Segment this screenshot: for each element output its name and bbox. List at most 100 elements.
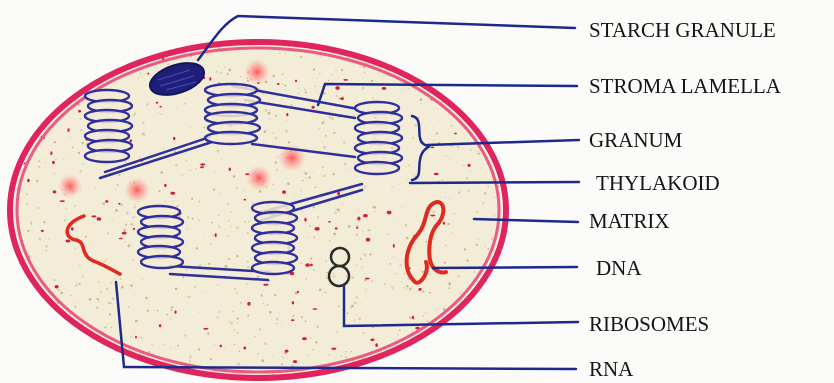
- stroma-speck: [487, 185, 489, 187]
- stroma-speck: [435, 311, 436, 312]
- stroma-speck: [310, 338, 311, 339]
- stroma-speck: [464, 248, 466, 250]
- stroma-speck: [27, 345, 30, 348]
- ribosome-dot: [67, 128, 69, 132]
- stroma-speck: [404, 287, 405, 288]
- stroma-speck: [474, 271, 475, 272]
- stroma-speck: [498, 47, 499, 48]
- stroma-speck: [42, 332, 44, 334]
- stroma-speck: [301, 316, 303, 318]
- stroma-speck: [497, 290, 500, 293]
- stroma-speck: [422, 271, 424, 273]
- stroma-speck: [175, 164, 178, 167]
- stroma-speck: [453, 213, 455, 215]
- stroma-speck: [406, 360, 409, 363]
- ribosome-dot: [312, 106, 315, 109]
- thylakoid-disc: [252, 262, 294, 274]
- stroma-speck: [353, 319, 355, 321]
- stroma-speck: [262, 359, 265, 362]
- stroma-speck: [311, 262, 312, 263]
- stroma-speck: [123, 229, 126, 232]
- stroma-speck: [23, 47, 24, 48]
- stroma-speck: [99, 60, 102, 63]
- stroma-speck: [161, 113, 163, 115]
- stroma-speck: [38, 207, 40, 209]
- stroma-glow: [124, 177, 150, 203]
- stroma-speck: [274, 294, 276, 296]
- stroma-speck: [69, 153, 70, 154]
- stroma-speck: [64, 219, 67, 222]
- stroma-speck: [132, 115, 134, 117]
- stroma-speck: [13, 205, 15, 207]
- stroma-speck: [356, 234, 358, 236]
- granum: [355, 102, 402, 174]
- stroma-speck: [236, 187, 238, 189]
- stroma-speck: [247, 261, 249, 263]
- ribosome-dot: [356, 227, 359, 229]
- stroma-speck: [457, 275, 459, 277]
- stroma-speck: [479, 294, 480, 295]
- stroma-speck: [319, 288, 322, 291]
- stroma-speck: [423, 315, 424, 316]
- stroma-speck: [457, 146, 459, 148]
- granum: [138, 206, 183, 268]
- stroma-speck: [53, 279, 55, 281]
- stroma-speck: [276, 323, 277, 324]
- stroma-speck: [38, 160, 40, 162]
- ribosome-dot: [434, 173, 439, 175]
- stroma-speck: [424, 127, 425, 128]
- stroma-speck: [449, 158, 450, 159]
- stroma-speck: [207, 332, 209, 334]
- stroma-speck: [79, 265, 80, 266]
- stroma-speck: [142, 122, 144, 124]
- stroma-speck: [249, 343, 250, 344]
- stroma-speck: [284, 85, 286, 87]
- stroma-speck: [484, 245, 486, 247]
- stroma-speck: [485, 79, 487, 81]
- stroma-speck: [409, 316, 411, 318]
- ribosome-dot: [65, 240, 70, 243]
- stroma-speck: [46, 250, 48, 252]
- label-thylakoid: THYLAKOID: [596, 173, 720, 194]
- stroma-speck: [448, 357, 450, 359]
- stroma-speck: [408, 88, 410, 90]
- stroma-speck: [183, 253, 184, 254]
- ribosome-dot: [313, 308, 318, 310]
- stroma-speck: [166, 314, 168, 316]
- stroma-speck: [449, 54, 450, 55]
- stroma-speck: [195, 168, 197, 170]
- stroma-speck: [348, 225, 351, 228]
- stroma-speck: [70, 295, 71, 296]
- stroma-speck: [107, 232, 109, 234]
- stroma-speck: [227, 203, 229, 205]
- stroma-speck: [97, 298, 99, 300]
- stroma-speck: [391, 373, 393, 375]
- ribosome-dot: [328, 221, 331, 223]
- stroma-speck: [163, 148, 164, 149]
- stroma-speck: [281, 364, 283, 366]
- stroma-speck: [192, 218, 194, 220]
- stroma-speck: [97, 369, 99, 371]
- stroma-speck: [337, 331, 338, 332]
- stroma-speck: [478, 52, 480, 54]
- stroma-speck: [470, 149, 472, 151]
- ribosome-dot: [468, 164, 471, 167]
- stroma-speck: [262, 303, 263, 304]
- stroma-speck: [257, 353, 259, 355]
- stroma-speck: [163, 344, 165, 346]
- stroma-speck: [132, 158, 133, 159]
- stroma-speck: [138, 77, 139, 78]
- stroma-speck: [159, 190, 161, 192]
- stroma-speck: [221, 159, 222, 160]
- ribosome-dot: [53, 190, 57, 193]
- ribosome-dot: [412, 316, 414, 320]
- stroma-speck: [351, 305, 354, 308]
- stroma-speck: [331, 74, 333, 76]
- stroma-speck: [343, 141, 345, 143]
- stroma-speck: [49, 310, 50, 311]
- stroma-speck: [205, 292, 206, 293]
- stroma-speck: [86, 349, 87, 350]
- stroma-speck: [104, 326, 106, 328]
- ribosome-dot: [21, 326, 24, 330]
- stroma-speck: [490, 139, 491, 140]
